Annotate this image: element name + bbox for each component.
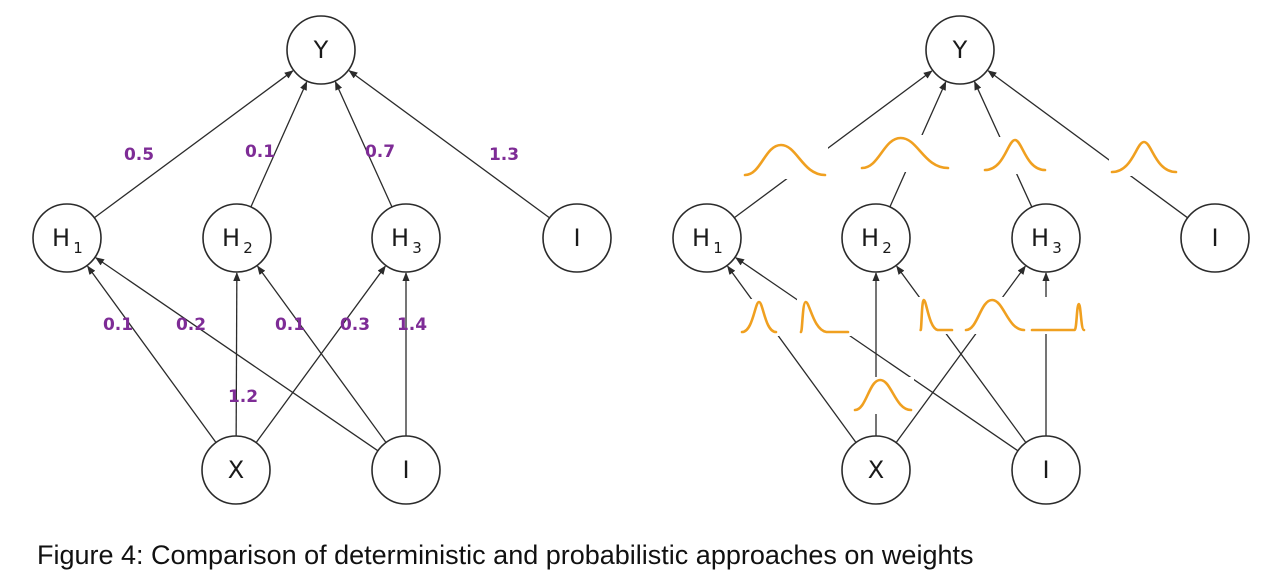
node-circle [201, 435, 271, 505]
weight-label-b1-y: 1.3 [489, 145, 519, 165]
edge-b2-h2 [257, 265, 387, 443]
node-circle [672, 203, 742, 273]
edge-b1-y [987, 70, 1189, 219]
weight-distribution-curve-x-h3 [964, 298, 1026, 332]
weight-distribution-curve-b2-h1 [799, 300, 850, 334]
node-b2: I [1011, 435, 1081, 505]
edge-h1-y [93, 70, 294, 219]
edge-x-h1 [727, 265, 857, 443]
edge-h3-y [334, 81, 393, 208]
node-subscript: 1 [73, 239, 83, 257]
node-label: Y [313, 36, 329, 64]
node-circle [925, 15, 995, 85]
weight-distribution-curve-b1-y [1110, 140, 1178, 174]
node-label: H [692, 224, 710, 252]
edge-h2-y [250, 81, 308, 208]
node-circle [371, 203, 441, 273]
weight-label-b2-h1: 0.2 [176, 315, 206, 335]
weight-label-x-h1: 0.1 [103, 315, 133, 335]
node-b1: I [1180, 203, 1250, 273]
edge-x-h1 [87, 265, 217, 443]
distribution-backdrop [797, 299, 851, 336]
node-circle [1011, 435, 1081, 505]
node-b2: I [371, 435, 441, 505]
node-circle [841, 435, 911, 505]
weight-label-h2-y: 0.1 [245, 142, 275, 162]
edge-h1-y [733, 70, 933, 219]
edge-b2-h2 [896, 265, 1027, 443]
node-y: Y [286, 15, 356, 85]
node-subscript: 1 [713, 239, 723, 257]
edge-x-h3 [255, 265, 386, 443]
weight-distribution-curve-x-h2 [853, 378, 913, 412]
node-label: X [868, 456, 884, 484]
node-subscript: 2 [882, 239, 892, 257]
weight-label-h1-y: 0.5 [124, 145, 154, 165]
weight-distribution-curve-h2-y [860, 136, 950, 170]
weight-distribution-curve-h1-y [743, 143, 827, 177]
node-label: I [402, 456, 409, 484]
node-circle [1011, 203, 1081, 273]
node-x: X [841, 435, 911, 505]
weight-label-x-h3: 0.3 [340, 315, 370, 335]
weight-distribution-curve-h3-y [983, 138, 1047, 172]
node-label: X [228, 456, 244, 484]
node-label: I [573, 224, 580, 252]
node-subscript: 3 [412, 239, 422, 257]
node-label: I [1042, 456, 1049, 484]
weight-label-x-h2: 1.2 [228, 387, 258, 407]
node-subscript: 2 [243, 239, 253, 257]
node-label: H [222, 224, 240, 252]
edge-b2-h1 [735, 257, 1019, 452]
node-subscript: 3 [1052, 239, 1062, 257]
edge-b1-y [348, 70, 550, 219]
weight-label-h3-y: 0.7 [365, 142, 395, 162]
node-label: H [52, 224, 70, 252]
node-label: I [1211, 224, 1218, 252]
node-b1: I [542, 203, 612, 273]
node-circle [32, 203, 102, 273]
weight-label-b2-h2: 0.1 [275, 315, 305, 335]
weight-distribution-curve-b2-h3 [1030, 302, 1086, 332]
node-circle [542, 203, 612, 273]
node-label: H [391, 224, 409, 252]
node-label: Y [952, 36, 968, 64]
node-circle [1180, 203, 1250, 273]
node-x: X [201, 435, 271, 505]
figure-caption: Figure 4: Comparison of deterministic an… [37, 540, 974, 570]
node-label: H [1031, 224, 1049, 252]
weight-distribution-curve-b2-h2 [919, 298, 954, 332]
weight-distribution-curve-x-h1 [740, 300, 778, 334]
edge-b2-h1 [95, 257, 379, 452]
distribution-backdrop [1029, 297, 1087, 334]
node-circle [286, 15, 356, 85]
node-circle [371, 435, 441, 505]
weight-label-b2-h3: 1.4 [397, 315, 427, 335]
node-y: Y [925, 15, 995, 85]
node-circle [202, 203, 272, 273]
node-label: H [861, 224, 879, 252]
node-circle [841, 203, 911, 273]
